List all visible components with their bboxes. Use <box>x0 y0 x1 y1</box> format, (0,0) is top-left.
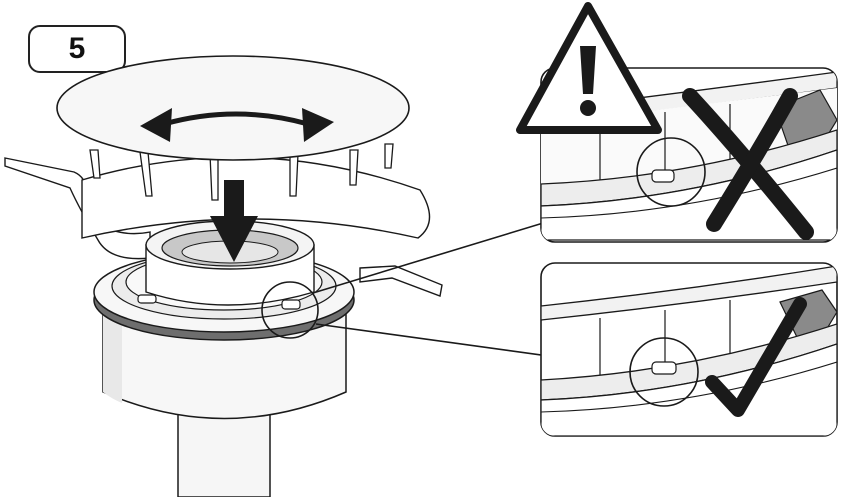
down-arrow-icon <box>210 180 258 262</box>
cross-mark-icon <box>682 88 814 240</box>
cap-legs <box>89 143 394 201</box>
bayonet-pin-misaligned <box>651 169 675 183</box>
detail-focus-circle-top <box>636 137 706 207</box>
step-number: 5 <box>68 32 86 65</box>
step-number-badge: 5 <box>28 25 126 73</box>
bayonet-pin-left <box>137 294 157 304</box>
detail-panel-correct <box>540 262 838 437</box>
warning-triangle-icon <box>516 2 662 134</box>
grating-cap <box>56 55 410 161</box>
bayonet-pin-aligned <box>651 361 677 375</box>
detail-magnifier-circle <box>261 281 319 339</box>
check-mark-icon <box>705 297 807 417</box>
detail-focus-circle-bottom <box>629 337 699 407</box>
bayonet-pin-right <box>281 299 301 310</box>
drain-outlet-pipe <box>177 404 271 497</box>
rotate-arrows-icon <box>140 108 334 142</box>
